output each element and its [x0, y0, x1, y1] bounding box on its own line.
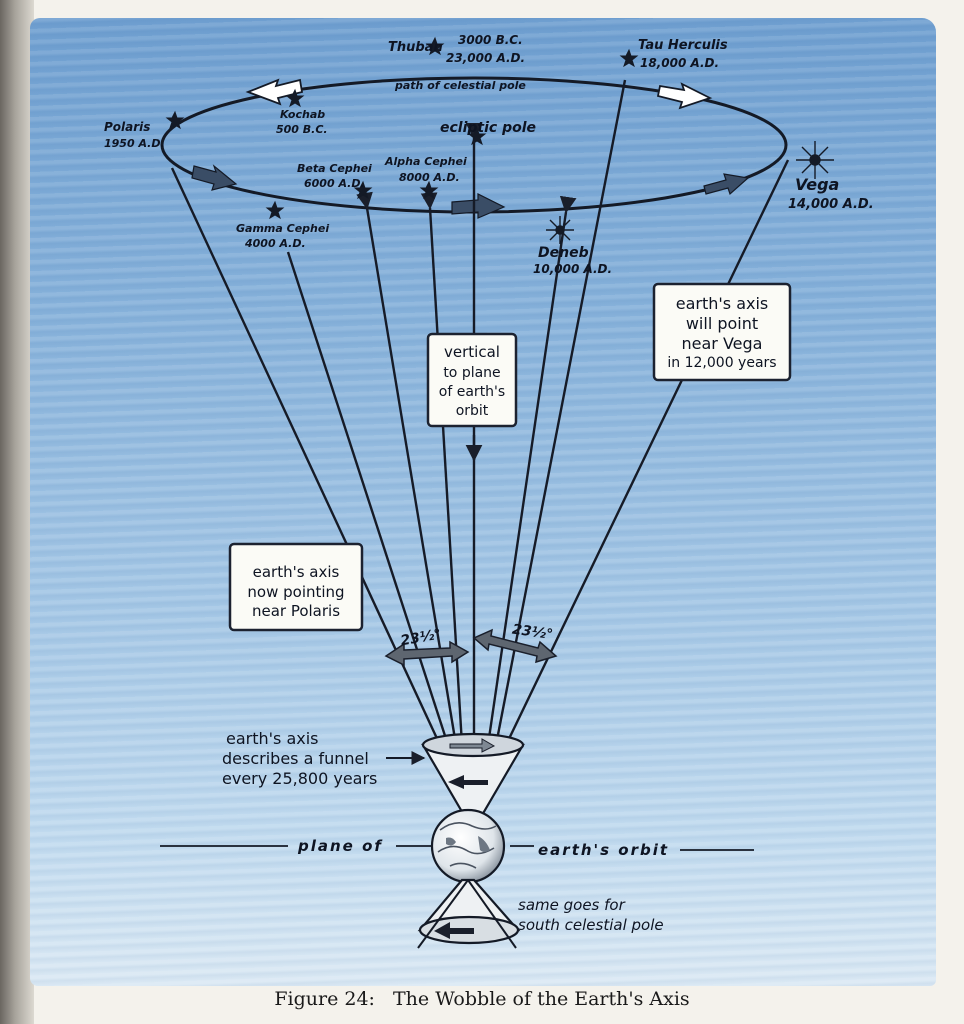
thuban-date-2: 23,000 A.D. — [446, 51, 525, 65]
beta-cephei-date: 6000 A.D. — [304, 177, 365, 190]
tau-herculis-date: 18,000 A.D. — [640, 56, 719, 70]
figure-caption: Figure 24: The Wobble of the Earth's Axi… — [0, 988, 964, 1010]
kochab-star — [285, 88, 305, 108]
funnel-lines — [170, 79, 790, 746]
ecliptic-pole-star — [467, 126, 487, 146]
path-arrow-bottom-middle — [451, 193, 506, 219]
alpha-cephei-date: 8000 A.D. — [399, 171, 460, 184]
plane-label-left: plane of — [297, 837, 383, 855]
book-spine-shadow — [0, 0, 34, 1024]
funnel-text-line-1: earth's axis — [226, 729, 319, 748]
funnel-line-polaris — [170, 167, 442, 746]
path-arrow-bottom-right — [703, 173, 750, 196]
vega-box-line-1: earth's axis — [676, 294, 769, 313]
deneb-date: 10,000 A.D. — [533, 262, 612, 276]
kochab-date: 500 B.C. — [276, 123, 328, 136]
angle-label-right: 23½° — [511, 622, 554, 644]
path-of-celestial-pole-label: path of celestial pole — [394, 79, 526, 92]
upper-funnel-cone — [421, 732, 525, 824]
polaris-callout-box: earth's axis now pointing near Polaris — [228, 542, 364, 632]
south-text-line-2: south celestial pole — [518, 916, 664, 934]
alpha-cephei-label: Alpha Cephei — [384, 155, 467, 168]
vega-box-line-2: will point — [686, 314, 758, 333]
vega-date: 14,000 A.D. — [788, 197, 874, 212]
funnel-line-alpha — [420, 192, 464, 746]
funnel-line-tau-herculis — [494, 79, 627, 746]
earth-globe — [430, 808, 506, 884]
thuban-date-1: 3000 B.C. — [458, 33, 523, 47]
axis-wobble-diagram: Thuban 3000 B.C. 23,000 A.D. Tau Herculi… — [104, 33, 874, 949]
polaris-box-line-1: earth's axis — [253, 563, 340, 581]
tau-herculis-label: Tau Herculis — [638, 38, 728, 53]
gamma-cephei-star — [265, 200, 285, 220]
figure-number: Figure 24: — [274, 988, 375, 1010]
kochab-label: Kochab — [280, 108, 325, 121]
gamma-cephei-label: Gamma Cephei — [236, 222, 329, 235]
polaris-date: 1950 A.D. — [104, 137, 165, 150]
funnel-text-line-2: describes a funnel — [222, 749, 369, 768]
vertical-box-line-2: to plane — [443, 365, 500, 381]
funnel-line-vega — [504, 159, 790, 746]
vertical-box-line-4: orbit — [456, 403, 489, 419]
vertical-box-line-3: of earth's — [439, 384, 505, 400]
tau-herculis-star — [619, 48, 639, 68]
vertical-box-line-1: vertical — [444, 343, 500, 361]
ecliptic-pole-label: ecliptic pole — [440, 120, 536, 136]
beta-cephei-label: Beta Cephei — [297, 162, 372, 175]
path-arrow-top-left — [245, 78, 304, 106]
polaris-star — [165, 110, 185, 130]
figure-title: The Wobble of the Earth's Axis — [393, 988, 690, 1010]
thuban-label: Thuban — [388, 40, 443, 55]
funnel-line-gamma — [286, 251, 450, 746]
funnel-line-beta — [356, 191, 458, 746]
vertical-callout-box: vertical to plane of earth's orbit — [426, 332, 518, 428]
angle-arrow-right — [472, 628, 558, 664]
angle-arrow-left — [384, 640, 470, 667]
angle-label-left: 23½° — [399, 626, 442, 649]
deneb-star — [546, 216, 574, 244]
funnel-line-deneb — [486, 195, 577, 746]
plane-label-right: earth's orbit — [538, 841, 669, 859]
gamma-cephei-date: 4000 A.D. — [244, 237, 306, 250]
vega-box-line-4: in 12,000 years — [667, 355, 776, 371]
alpha-cephei-star — [419, 180, 439, 200]
vega-label: Vega — [795, 175, 839, 194]
south-text-line-1: same goes for — [518, 896, 626, 914]
vega-star — [796, 141, 834, 179]
path-arrow-bottom-left — [191, 164, 238, 191]
polaris-box-line-2: now pointing — [247, 583, 344, 601]
lower-funnel-cone — [417, 878, 521, 949]
beta-cephei-star — [353, 180, 373, 200]
path-arrow-top-right — [656, 82, 713, 110]
polaris-label: Polaris — [104, 120, 150, 134]
deneb-label: Deneb — [538, 245, 589, 261]
vega-callout-box: earth's axis will point near Vega in 12,… — [652, 282, 792, 382]
funnel-text-line-3: every 25,800 years — [222, 769, 377, 788]
thuban-star — [425, 36, 445, 56]
polaris-box-line-3: near Polaris — [252, 602, 340, 620]
vega-box-line-3: near Vega — [682, 334, 763, 353]
